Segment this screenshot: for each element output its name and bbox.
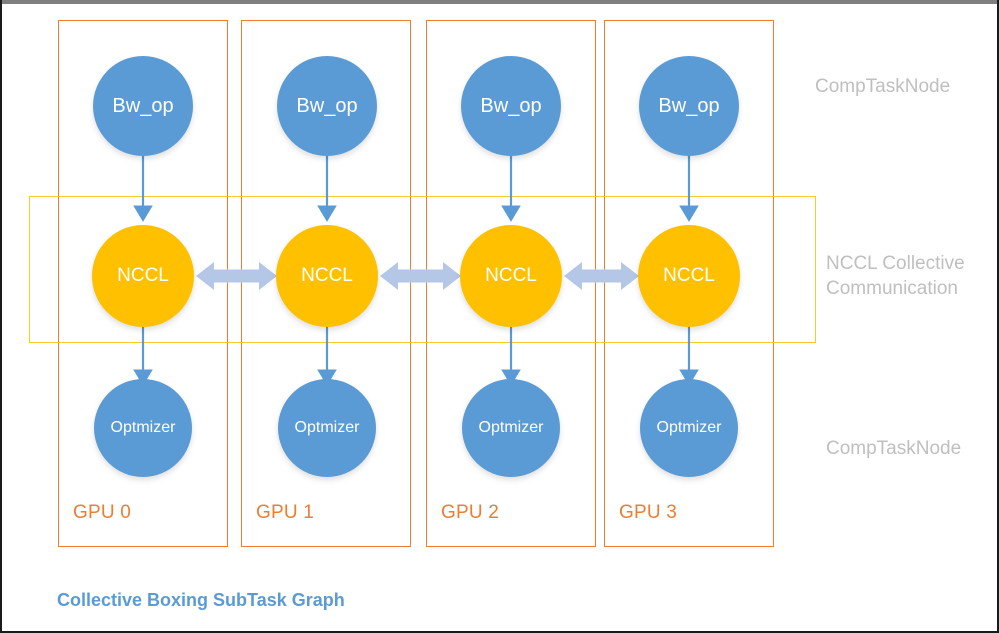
frame-left-border [0, 0, 2, 633]
node-bw-op-gpu2[interactable]: Bw_op [461, 56, 561, 156]
node-optmizer-gpu2[interactable]: Optmizer [462, 379, 560, 477]
node-label: NCCL [663, 265, 715, 286]
node-bw-op-gpu0[interactable]: Bw_op [93, 56, 193, 156]
node-nccl-gpu1[interactable]: NCCL [276, 225, 378, 327]
node-bw-op-gpu1[interactable]: Bw_op [277, 56, 377, 156]
annotation-comptasknode-bottom: CompTaskNode [826, 438, 962, 459]
node-label: Optmizer [478, 419, 544, 436]
gpu-label-1: GPU 1 [256, 502, 315, 523]
node-label: Bw_op [658, 94, 720, 117]
diagram-title: Collective Boxing SubTask Graph [57, 590, 345, 610]
node-label: NCCL [301, 265, 353, 286]
gpu-label-0: GPU 0 [73, 502, 132, 523]
gpu-label-3: GPU 3 [619, 502, 678, 523]
node-label: Bw_op [296, 94, 358, 117]
node-optmizer-gpu0[interactable]: Optmizer [94, 379, 192, 477]
node-bw-op-gpu3[interactable]: Bw_op [639, 56, 739, 156]
node-label: Bw_op [480, 94, 542, 117]
node-optmizer-gpu3[interactable]: Optmizer [640, 379, 738, 477]
frame-right-border [997, 0, 999, 633]
node-nccl-gpu2[interactable]: NCCL [460, 225, 562, 327]
node-label: NCCL [485, 265, 537, 286]
node-label: Optmizer [110, 419, 176, 436]
gpu-label-2: GPU 2 [441, 502, 500, 523]
nccl-collective-band[interactable] [29, 196, 816, 343]
frame-bottom-border [0, 631, 999, 633]
node-optmizer-gpu1[interactable]: Optmizer [278, 379, 376, 477]
frame-top-border [0, 0, 999, 4]
node-label: Optmizer [294, 419, 360, 436]
node-label: Optmizer [656, 419, 722, 436]
node-nccl-gpu0[interactable]: NCCL [92, 225, 194, 327]
annotation-comptasknode-top: CompTaskNode [815, 76, 951, 97]
annotation-nccl-collective: NCCL Collective Communication [826, 253, 965, 299]
node-nccl-gpu3[interactable]: NCCL [638, 225, 740, 327]
node-label: NCCL [117, 265, 169, 286]
node-label: Bw_op [112, 94, 174, 117]
